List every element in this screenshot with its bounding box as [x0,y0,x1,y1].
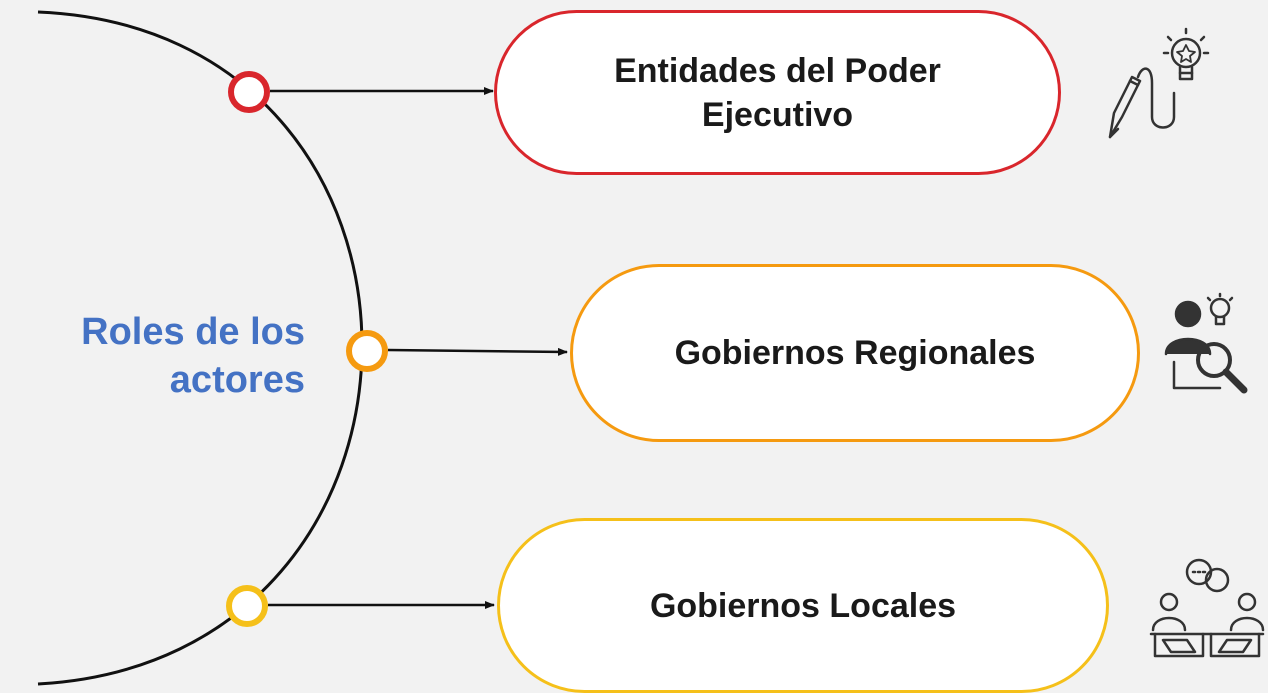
role-box-poder-ejecutivo: Entidades del Poder Ejecutivo [494,10,1061,175]
center-title: Roles de los actores [10,308,305,404]
role-label: Gobiernos Locales [649,586,957,625]
connector-arrow-1 [387,347,568,356]
people-laptops-chat-icon [1149,558,1265,658]
role-box-gobiernos-regionales: Gobiernos Regionales [570,264,1140,442]
pencil-lightbulb-icon [1108,27,1210,139]
person-idea-magnifier-icon [1164,292,1248,394]
node-circle-0 [228,71,270,113]
role-box-gobiernos-locales: Gobiernos Locales [497,518,1109,693]
role-label: Entidades del Poder Ejecutivo [614,51,941,134]
center-title-line-1: Roles de los [81,311,305,353]
center-title-line-2: actores [169,359,305,401]
node-circle-2 [226,585,268,627]
role-label: Gobiernos Regionales [674,334,1036,372]
node-circle-1 [346,330,388,372]
